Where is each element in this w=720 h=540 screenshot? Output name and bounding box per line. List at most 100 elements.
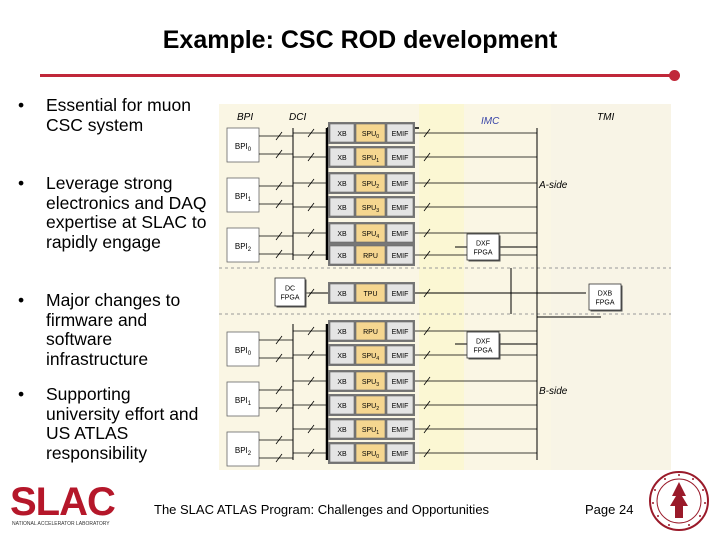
bullet-item: Leverage strong electronics and DAQ expe… (18, 173, 208, 252)
connector-tick (423, 288, 431, 298)
xb-cell-label: XB (337, 329, 347, 336)
slac-logo: SLAC NATIONAL ACCELERATOR LABORATORY (10, 482, 116, 527)
spu-cell (355, 245, 386, 265)
connector-tick (423, 128, 431, 138)
spu-cell (355, 371, 386, 391)
dc-fpga-box (274, 277, 306, 307)
xb-cell (329, 345, 355, 365)
spu-cell (355, 147, 386, 167)
emif-cell (386, 371, 414, 391)
connector-tick (275, 403, 283, 413)
a-side-label: A-side (538, 180, 568, 191)
bpi-box-frame (226, 431, 260, 467)
dc-fpga-label: DC (285, 286, 295, 293)
connector-tick (307, 228, 315, 238)
connector-tick (275, 231, 283, 241)
spu-cell-label: SPU2 (362, 403, 379, 412)
slide-title: Example: CSC ROD development (162, 26, 558, 54)
emif-cell-label: EMIF (392, 353, 409, 360)
emif-cell (386, 197, 414, 217)
emif-cell-label: EMIF (392, 403, 409, 410)
connector-tick (307, 250, 315, 260)
bpi-box: BPI1 (226, 177, 260, 213)
xb-cell-label: XB (337, 253, 347, 260)
xb-cell-label: XB (337, 131, 347, 138)
xb-cell (329, 321, 355, 341)
emif-cell (386, 245, 414, 265)
bpi-label: BPI2 (235, 446, 252, 457)
spu-cell-label: SPU0 (362, 131, 379, 140)
emif-cell (386, 223, 414, 243)
emif-cell (386, 147, 414, 167)
emif-cell (386, 123, 414, 143)
connector-tick (423, 178, 431, 188)
title-rule (40, 74, 676, 77)
connector-tick (307, 128, 315, 138)
emif-cell-label: EMIF (392, 231, 409, 238)
emif-cell (386, 283, 414, 303)
emif-cell-label: EMIF (392, 155, 409, 162)
xb-cell-label: XB (337, 291, 347, 298)
emif-cell-label: EMIF (392, 253, 409, 260)
emif-cell-label: EMIF (392, 291, 409, 298)
xb-cell-label: XB (337, 353, 347, 360)
bpi-box-frame (226, 331, 260, 367)
connector-tick (423, 250, 431, 260)
xb-cell (329, 283, 355, 303)
bpi-box: BPI0 (226, 331, 260, 367)
bpi-label: BPI1 (235, 192, 252, 203)
spu-cell (355, 395, 386, 415)
connector-tick (307, 400, 315, 410)
connector-tick (423, 448, 431, 458)
connector-tick (307, 448, 315, 458)
spu-cell-label: SPU1 (362, 427, 379, 436)
connector-tick (307, 202, 315, 212)
spu-cell-label: SPU3 (362, 205, 379, 214)
dc-fpga: DC FPGA (274, 277, 307, 308)
spu-cell (355, 419, 386, 439)
dxb-fpga-box (588, 283, 622, 311)
xb-cell-label: XB (337, 205, 347, 212)
spu-cell (355, 173, 386, 193)
slac-logo-wordmark: SLAC (10, 482, 115, 524)
xb-cell (329, 245, 355, 265)
csc-rod-block-diagram: BPI DCI IMC TMI A-side B-side BPI0BPI1BP… (219, 104, 671, 470)
bpi-label: BPI2 (235, 242, 252, 253)
dxb-fpga-label: DXB (598, 291, 613, 298)
emif-cell (386, 395, 414, 415)
connector-tick (275, 249, 283, 259)
xb-cell (329, 197, 355, 217)
spu-cell (355, 443, 386, 463)
xb-cell (329, 443, 355, 463)
title-rule-endpoint (669, 70, 680, 81)
connector-tick (307, 350, 315, 360)
connector-tick (423, 424, 431, 434)
bpi-label: BPI0 (235, 142, 252, 153)
connector-tick (275, 131, 283, 141)
xb-cell-label: XB (337, 181, 347, 188)
emif-cell (386, 321, 414, 341)
connector-tick (423, 350, 431, 360)
connector-tick (423, 400, 431, 410)
emif-cell (386, 345, 414, 365)
connector-tick (307, 326, 315, 336)
xb-cell-label: XB (337, 231, 347, 238)
emif-cell (386, 443, 414, 463)
dxf-fpga-a-label: FPGA (473, 250, 492, 257)
xb-cell (329, 123, 355, 143)
spu-cell (355, 321, 386, 341)
tmi-region-label: TMI (597, 112, 614, 123)
dc-fpga-label: FPGA (280, 295, 299, 302)
xb-cell (329, 223, 355, 243)
imc-region-label: IMC (481, 116, 500, 127)
spu-cell-label: RPU (363, 253, 378, 260)
connector-tick (275, 385, 283, 395)
dxf-fpga-b-box (466, 331, 500, 359)
bullet-item: Major changes to firmware and software i… (18, 290, 208, 369)
